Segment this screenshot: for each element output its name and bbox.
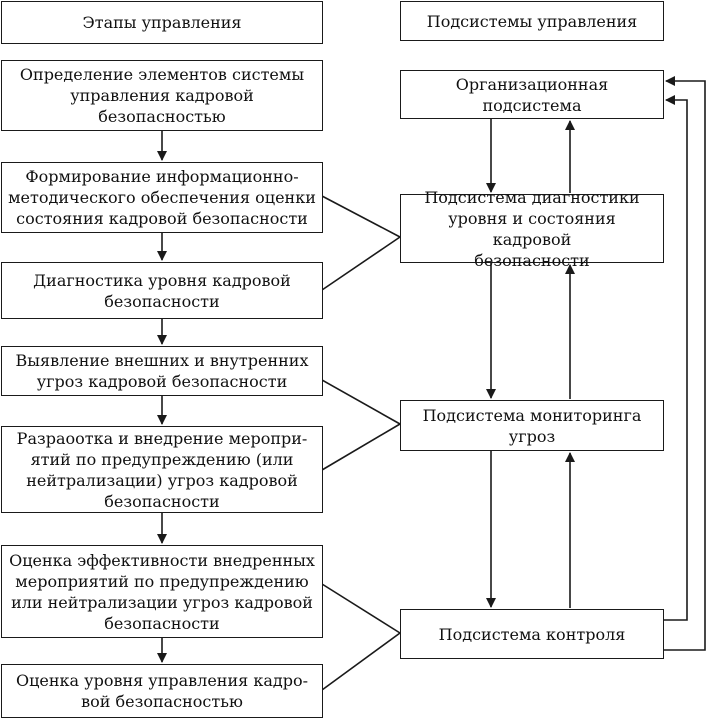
stages-header: Этапы управления [1,1,323,44]
subsystem-box-organizational: Организационная подсистема [400,70,664,119]
stage-label-1: Определение элементов системы управления… [19,65,305,126]
link-stage-6-to-control [321,583,401,634]
subsystem-label-diagnostics: Подсистема диагностики уровня и состояни… [424,187,640,270]
subsystems-header: Подсистемы управления [400,1,664,41]
subsystem-box-diagnostics: Подсистема диагностики уровня и состояни… [400,188,664,270]
stage-box-6: Оценка эффективности внедренных мероприя… [1,545,323,638]
stage-box-1: Определение элементов системы управления… [1,60,323,131]
stage-box-2: Формирование информационно- методическог… [1,162,323,233]
link-stage-7-to-control [321,632,401,691]
subsystem-label-organizational: Организационная подсистема [455,74,609,115]
stage-label-5: Разраоотка и внедрение меропри- ятий по … [16,428,308,511]
stages-header-label: Этапы управления [82,13,242,32]
stage-box-5: Разраоотка и внедрение меропри- ятий по … [1,426,323,513]
stage-label-6: Оценка эффективности внедренных мероприя… [9,550,315,633]
subsystem-box-monitoring: Подсистема мониторинга угроз [400,400,664,451]
stage-label-7: Оценка уровня управления кадро- вой безо… [16,671,308,711]
stage-label-2: Формирование информационно- методическог… [8,167,316,228]
stage-box-3: Диагностика уровня кадровой безопасности [1,262,323,319]
stage-label-4: Выявление внешних и внутренних угроз кад… [15,351,309,391]
link-stage-5-to-monitor [321,423,401,471]
link-stage-4-to-monitor [321,379,401,425]
arrow-feedback-control-to-org-outer [664,76,706,651]
stage-box-4: Выявление внешних и внутренних угроз кад… [1,346,323,396]
stage-box-7: Оценка уровня управления кадро- вой безо… [1,664,323,718]
subsystem-label-control: Подсистема контроля [438,624,626,644]
subsystem-label-monitoring: Подсистема мониторинга угроз [422,405,642,446]
arrow-feedback-control-to-org-inner [664,95,688,621]
stage-label-3: Диагностика уровня кадровой безопасности [33,270,291,311]
subsystems-header-label: Подсистемы управления [426,11,638,31]
subsystem-box-control: Подсистема контроля [400,609,664,659]
link-stage-3-to-diag [321,236,401,291]
link-stage-2-to-diag [321,195,401,238]
